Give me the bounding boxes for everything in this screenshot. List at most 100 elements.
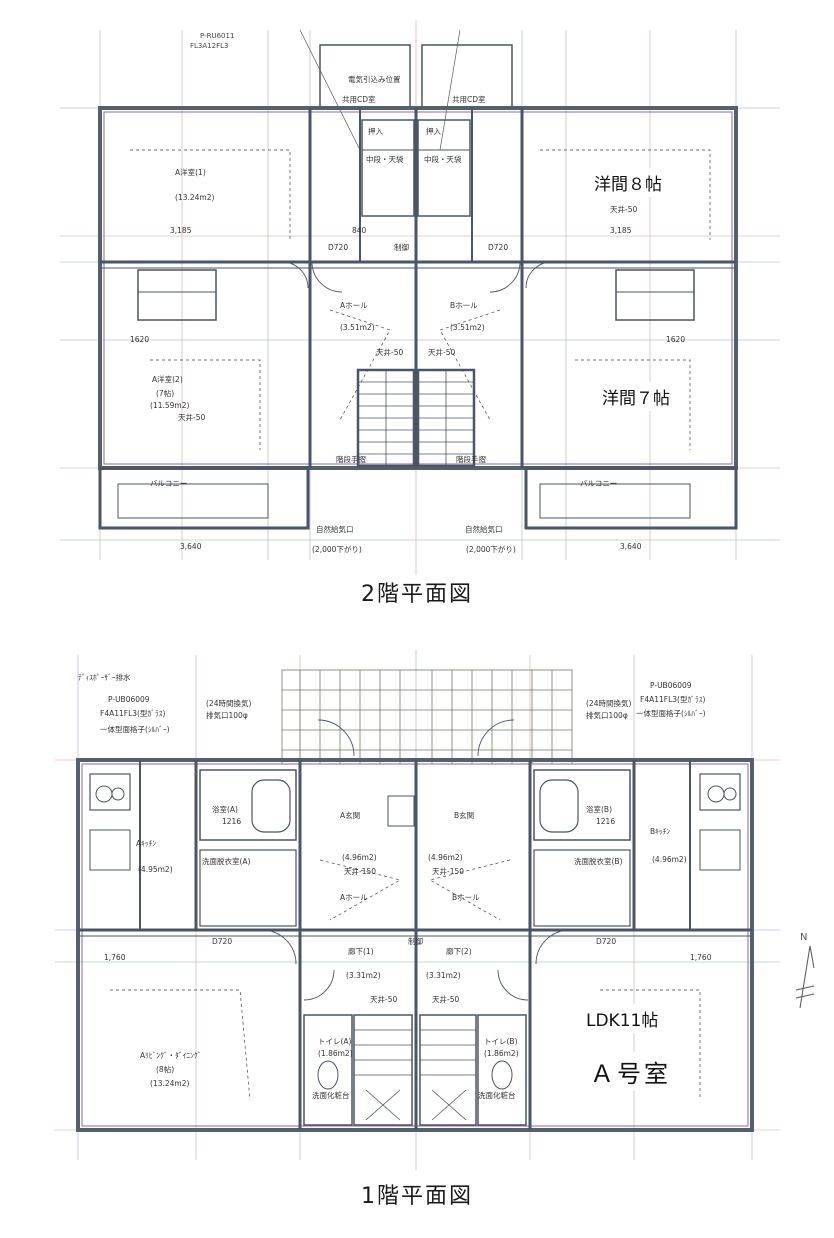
label-dim-3640-r: 3,640 [620, 542, 642, 551]
label-drain-r-sub: (2,000下がり) [466, 544, 516, 554]
label-rouka1: 廊下(1) [348, 946, 374, 956]
compass-letter: N [800, 932, 807, 943]
label-toilet-area-r: (1.86m2) [484, 1049, 519, 1058]
label-dim-1760-r: 1,760 [690, 953, 712, 962]
label-hall-a: Aホール [340, 301, 368, 310]
label-bath-b: 浴室(B) [586, 804, 612, 814]
label-d0720: D720 [328, 243, 348, 252]
label-room-a2-sub: (7帖) [156, 388, 174, 398]
label-bath-size-r: 1216 [596, 817, 615, 826]
label-genkan-a: A玄関 [340, 810, 360, 820]
label-toilet-a: トイレ(A) [318, 1037, 352, 1046]
label-fl-r: F4A11FL3(型ｶﾞﾗｽ) [640, 695, 705, 704]
label-dim-840: 840 [352, 226, 367, 235]
label-hall-b-ceil: 天井-50 [428, 347, 455, 357]
label-kitchen-b: Bｷｯﾁﾝ [650, 827, 670, 836]
label-ldk-a: Aﾘﾋﾞﾝｸﾞ・ﾀﾞｲﾆﾝｸﾞ [140, 1051, 201, 1060]
label-hall-b: Bホール [452, 893, 480, 902]
label-drain-l: 自然給気口 [316, 524, 354, 534]
label-dim-1620: 1620 [130, 335, 149, 344]
label-dim-3640: 3,640 [180, 542, 202, 551]
north-arrow-icon: N [795, 932, 815, 1009]
floor2-caption: 2階平面図 [361, 582, 473, 607]
label-kitchen-a-area: (4.95m2) [138, 865, 173, 874]
label-oshi-r: 押入 [426, 126, 441, 136]
label-hall-b: Bホール [450, 301, 478, 310]
label-hall-a-area: (3.51m2) [340, 323, 375, 332]
label-oshi: 押入 [368, 126, 383, 136]
label-bath-a: 浴室(A) [212, 804, 238, 814]
label-dim-1760: 1,760 [104, 953, 126, 962]
label-toilet-b: トイレ(B) [484, 1037, 518, 1046]
label-hall-a: Aホール [340, 893, 368, 902]
label-pipe-r: P-UB06009 [650, 681, 692, 690]
label-shuno-r: 洗面化粧台 [478, 1090, 516, 1100]
label-stair-l: 階段手摺 [336, 454, 366, 464]
label-rouka1-area: (3.31m2) [346, 971, 381, 980]
label-rouka2-area: (3.31m2) [426, 971, 461, 980]
label-dim-3185-r: 3,185 [610, 226, 632, 235]
label-bath-size: 1216 [222, 817, 241, 826]
label-seigyo: 制御 [394, 242, 409, 252]
label-kyuki-l: (24時間換気) [206, 698, 251, 708]
floor1-plan [76, 669, 754, 1132]
label-ittai-r: 一体型面格子(ｼﾙﾊﾞｰ) [636, 708, 706, 718]
label-balcony-l: バルコニー [150, 479, 187, 488]
label-balcony-r: バルコニー [580, 479, 617, 488]
label-hall-a-area: (4.96m2) [342, 853, 377, 862]
label-d0720-r: D720 [596, 937, 616, 946]
label-tenjo3: 天井-150 [344, 866, 376, 876]
label-kitchen-a: Aｷｯﾁﾝ [136, 839, 156, 848]
label-kyuki-l2: 排気口100φ [206, 710, 248, 720]
label-ittai-l: 一体型面格子(ｼﾙﾊﾞｰ) [100, 724, 170, 734]
label-tenjo4: 天井-150 [432, 866, 464, 876]
stamp-a-room: Ａ号室 [586, 1052, 675, 1091]
label-kyuki-r2: 排気口100φ [586, 710, 628, 720]
label-room-a1: A洋室(1) [175, 167, 206, 177]
floor2-plan: P-RU6011 FL3A12FL3 [98, 29, 738, 530]
label-tenjo-r: 天井-50 [610, 204, 637, 214]
label-ps-l: ﾃﾞｨｽﾎﾟｰｻﾞｰ排水 [78, 672, 131, 682]
floor2-labels: 電気引込み位置 共用CD室 共用CD室 A洋室(1) (13.24m2) A洋室… [130, 74, 685, 554]
label-toilet-area: (1.86m2) [318, 1049, 353, 1058]
label-d0720-r: D720 [488, 243, 508, 252]
label-rouka2: 廊下(2) [446, 946, 472, 956]
label-kasen: 中段・天袋 [366, 154, 404, 164]
label-d0720: D720 [212, 937, 232, 946]
label-shuno: 洗面化粧台 [312, 1090, 350, 1100]
header-code: P-RU6011 [200, 32, 234, 40]
label-dim-3185: 3,185 [170, 226, 192, 235]
floor1-caption: 1階平面図 [361, 1184, 473, 1209]
label-drain-l-sub: (2,000下がり) [312, 544, 362, 554]
label-koyo-l: 共用CD室 [342, 94, 376, 104]
label-ldk-a-area: (13.24m2) [150, 1079, 189, 1088]
label-hall-b-area: (4.96m2) [428, 853, 463, 862]
label-room-a1-area: (13.24m2) [175, 193, 214, 202]
label-pipe-l: P-UB06009 [108, 695, 150, 704]
label-denki: 電気引込み位置 [348, 74, 401, 84]
label-seigyo: 制御 [408, 936, 423, 946]
label-senmen-b: 洗面脱衣室(B) [574, 856, 623, 866]
label-hall-a-ceil: 天井-50 [376, 347, 403, 357]
stamp-yoma8: 洋間８帖 [590, 168, 666, 197]
label-hall-b-area: (3.51m2) [450, 323, 485, 332]
label-senmen-a: 洗面脱衣室(A) [202, 856, 251, 866]
header-fl: FL3A12FL3 [190, 42, 228, 50]
label-room-a2-area: (11.59m2) [150, 401, 189, 410]
stamp-yoma7: 洋間７帖 [598, 382, 674, 411]
label-koyo-r: 共用CD室 [452, 94, 486, 104]
label-stair-r: 階段手摺 [456, 454, 486, 464]
label-ldk-a-sub: (8帖) [156, 1064, 174, 1074]
label-tenjo2: 天井-50 [432, 994, 459, 1004]
label-kyuki-r: (24時間換気) [586, 698, 631, 708]
floor1-labels: ﾃﾞｨｽﾎﾟｰｻﾞｰ排水 P-UB06009 F4A11FL3(型ｶﾞﾗｽ) 一… [78, 672, 712, 1100]
label-room-a2: A洋室(2) [152, 374, 183, 384]
label-drain-r: 自然給気口 [465, 524, 503, 534]
label-kasen-r: 中段・天袋 [424, 154, 462, 164]
label-kitchen-b-area: (4.96m2) [652, 855, 687, 864]
label-fl-l: F4A11FL3(型ｶﾞﾗｽ) [100, 709, 165, 718]
stamp-ldk11: LDK11帖 [582, 1004, 663, 1033]
label-tenjo: 天井-50 [370, 994, 397, 1004]
label-genkan-b: B玄関 [454, 810, 474, 820]
